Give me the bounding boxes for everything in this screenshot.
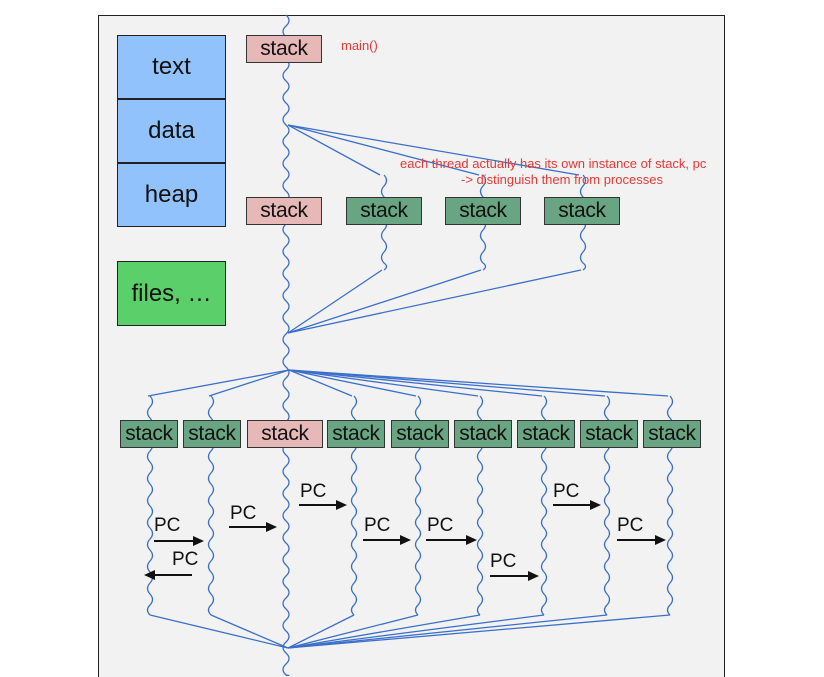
thread-link xyxy=(287,269,582,334)
thread-wave xyxy=(282,14,290,676)
pc-arrow xyxy=(617,535,666,545)
stack-label: stack xyxy=(459,422,507,445)
thread-link xyxy=(287,614,671,649)
stack-label: stack xyxy=(522,422,570,445)
thread-link xyxy=(288,369,669,397)
thread-link xyxy=(287,124,480,176)
thread-link xyxy=(149,614,289,649)
files-label: files, … xyxy=(131,279,212,307)
thread-link xyxy=(210,614,289,649)
stack-label: stack xyxy=(459,199,507,222)
thread-stack: stack xyxy=(454,420,512,448)
annotation-line-2: -> distinguish them from processes xyxy=(461,172,663,187)
main-thread-stack: stack xyxy=(247,420,323,448)
pc-label: PC xyxy=(490,551,517,572)
pc-arrow xyxy=(553,500,601,510)
stack-label: stack xyxy=(260,199,308,222)
stack-label: stack xyxy=(260,37,308,60)
stack-label: stack xyxy=(585,422,633,445)
stack-label: stack xyxy=(332,422,380,445)
thread-link xyxy=(288,369,417,397)
data-segment-label: data xyxy=(148,117,195,144)
thread-stack: stack xyxy=(544,197,620,225)
thread-stack: stack xyxy=(517,420,575,448)
stack-label: stack xyxy=(648,422,696,445)
text-segment-label: text xyxy=(152,53,191,80)
thread-stack: stack xyxy=(391,420,449,448)
stack-label: stack xyxy=(396,422,444,445)
thread-link xyxy=(287,614,355,649)
pc-label: PC xyxy=(300,481,327,502)
thread-link xyxy=(208,369,290,397)
files-box: files, … xyxy=(117,261,226,326)
heap-segment: heap xyxy=(117,163,226,227)
pc-arrow xyxy=(490,571,539,581)
thread-link xyxy=(287,614,419,649)
stack-label: stack xyxy=(261,422,309,445)
thread-link xyxy=(288,369,606,397)
thread-link xyxy=(287,124,381,176)
thread-stack: stack xyxy=(183,420,241,448)
thread-stack: stack xyxy=(327,420,385,448)
pc-label: PC xyxy=(172,549,199,570)
pc-arrow xyxy=(426,535,477,545)
pc-label: PC xyxy=(364,515,391,536)
data-segment: data xyxy=(117,99,226,163)
main-annotation: main() xyxy=(341,38,378,53)
main-thread-stack: stack xyxy=(246,35,322,63)
stack-label: stack xyxy=(558,199,606,222)
thread-stack: stack xyxy=(120,420,178,448)
stack-label: stack xyxy=(125,422,173,445)
thread-stack: stack xyxy=(643,420,701,448)
thread-link xyxy=(287,269,482,334)
pc-label: PC xyxy=(617,515,644,536)
stack-label: stack xyxy=(360,199,408,222)
stack-label: stack xyxy=(188,422,236,445)
thread-link xyxy=(288,369,353,397)
main-thread-stack: stack xyxy=(246,197,322,225)
pc-arrow xyxy=(363,535,411,545)
thread-link xyxy=(287,614,608,649)
thread-link xyxy=(288,369,479,397)
thread-link xyxy=(287,614,481,649)
pc-label: PC xyxy=(427,515,454,536)
heap-segment-label: heap xyxy=(144,181,199,208)
pc-label: PC xyxy=(230,503,257,524)
thread-stack: stack xyxy=(445,197,521,225)
pc-arrow xyxy=(154,536,204,546)
pc-arrow xyxy=(229,522,277,532)
thread-link xyxy=(287,614,545,649)
thread-stack: stack xyxy=(346,197,422,225)
thread-link xyxy=(287,124,580,176)
pc-label: PC xyxy=(553,481,580,502)
pc-arrow xyxy=(144,570,192,580)
thread-link xyxy=(288,369,543,397)
text-segment: text xyxy=(117,35,226,99)
pc-arrow xyxy=(299,500,347,510)
thread-stack: stack xyxy=(580,420,638,448)
thread-link xyxy=(147,369,290,397)
annotation-line-1: each thread actually has its own instanc… xyxy=(400,156,707,171)
thread-link xyxy=(287,269,383,334)
pc-label: PC xyxy=(154,515,181,536)
